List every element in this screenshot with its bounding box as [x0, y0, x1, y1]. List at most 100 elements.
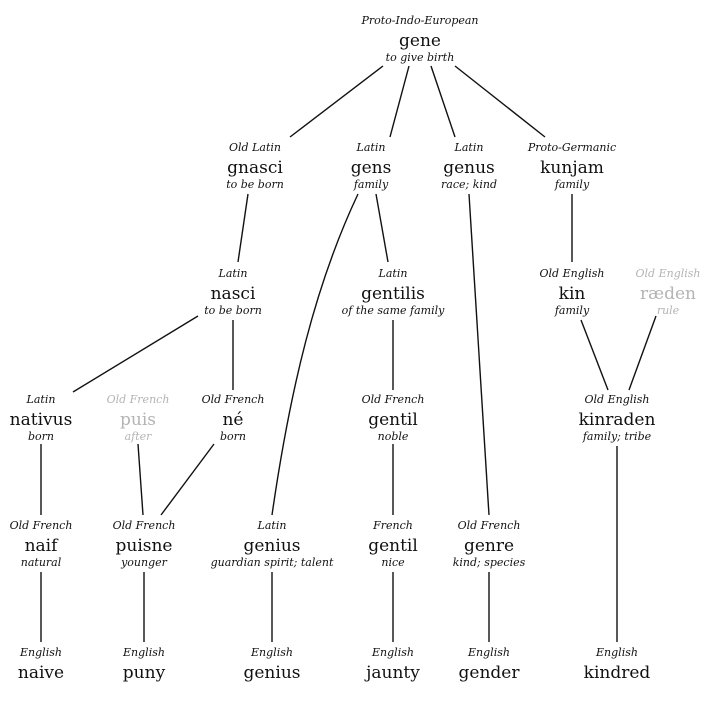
gloss-label: born: [28, 430, 54, 443]
word-label: genius: [243, 663, 300, 683]
word-label: gentilis: [361, 284, 425, 304]
language-label: English: [467, 646, 510, 659]
edge-gene-to-genus: [430, 65, 456, 138]
word-label: kin: [559, 284, 586, 304]
gloss-label: natural: [21, 556, 62, 569]
gloss-label: to be born: [226, 178, 284, 191]
gloss-label: rule: [657, 304, 680, 317]
word-label: nasci: [211, 284, 256, 304]
language-label: Old French: [202, 393, 265, 406]
gloss-label: family: [554, 304, 590, 317]
language-label: English: [371, 646, 414, 659]
edge-gens-to-gentilis: [375, 193, 389, 263]
gloss-label: race; kind: [441, 178, 497, 191]
language-label: Latin: [257, 519, 287, 532]
gloss-label: born: [220, 430, 246, 443]
word-label: genre: [464, 536, 514, 556]
word-label: genius: [243, 536, 300, 556]
word-label: gnasci: [227, 158, 283, 178]
word-label: naif: [25, 536, 60, 556]
gloss-label: after: [125, 430, 153, 443]
language-label: English: [595, 646, 638, 659]
node-gender: English gender: [459, 646, 521, 683]
gloss-label: younger: [120, 556, 168, 569]
word-label: kunjam: [540, 158, 604, 178]
edge-nasci-to-nativus: [72, 315, 199, 393]
gloss-label: family; tribe: [582, 430, 652, 443]
word-label: ræden: [640, 284, 696, 304]
language-label: Latin: [356, 141, 386, 154]
word-label: gentil: [368, 410, 418, 430]
gloss-label: guardian spirit; talent: [211, 556, 334, 569]
edge-gene-to-gnasci: [289, 65, 384, 138]
node-genius_en: English genius: [243, 646, 300, 683]
word-label: gens: [351, 158, 392, 178]
word-label: gentil: [368, 536, 418, 556]
language-label: Old French: [458, 519, 521, 532]
edge-ne-to-puisne: [160, 443, 215, 516]
edge-genus-to-genre: [468, 193, 490, 516]
language-label: Old English: [636, 267, 701, 280]
language-label: Latin: [218, 267, 248, 280]
edge-gene-to-kunjam: [454, 65, 546, 138]
language-label: Old Latin: [229, 141, 281, 154]
language-label: Old English: [585, 393, 650, 406]
language-label: Proto-Indo-European: [360, 14, 478, 27]
gloss-label: of the same family: [342, 304, 445, 317]
word-label: kindred: [584, 663, 651, 683]
language-label: Latin: [26, 393, 56, 406]
language-label: Proto-Germanic: [527, 141, 616, 154]
language-label: English: [250, 646, 293, 659]
gloss-label: family: [353, 178, 389, 191]
edge-gens-to-genius_la: [271, 193, 359, 516]
gloss-label: to give birth: [386, 51, 455, 64]
gloss-label: nice: [381, 556, 405, 569]
language-label: English: [122, 646, 165, 659]
word-label: né: [222, 410, 243, 430]
edge-gene-to-gens: [389, 65, 410, 138]
word-label: kinraden: [579, 410, 656, 430]
word-label: puny: [123, 663, 166, 683]
language-label: Old English: [540, 267, 605, 280]
language-label: French: [372, 519, 413, 532]
edge-layer: [40, 65, 657, 642]
word-label: gender: [459, 663, 521, 683]
word-label: naive: [18, 663, 64, 683]
gloss-label: to be born: [204, 304, 262, 317]
edge-kin-to-kinraden: [580, 319, 609, 391]
language-label: Latin: [454, 141, 484, 154]
language-label: Latin: [378, 267, 408, 280]
edge-raeden-to-kinraden: [628, 315, 657, 391]
gloss-label: kind; species: [453, 556, 526, 569]
gloss-label: noble: [378, 430, 409, 443]
word-label: puis: [120, 410, 156, 430]
node-puny: English puny: [122, 646, 166, 683]
language-label: Old French: [362, 393, 425, 406]
word-label: gene: [399, 31, 441, 51]
language-label: Old French: [113, 519, 176, 532]
edge-puis-to-puisne: [137, 443, 144, 516]
word-label: genus: [443, 158, 495, 178]
word-label: nativus: [10, 410, 73, 430]
